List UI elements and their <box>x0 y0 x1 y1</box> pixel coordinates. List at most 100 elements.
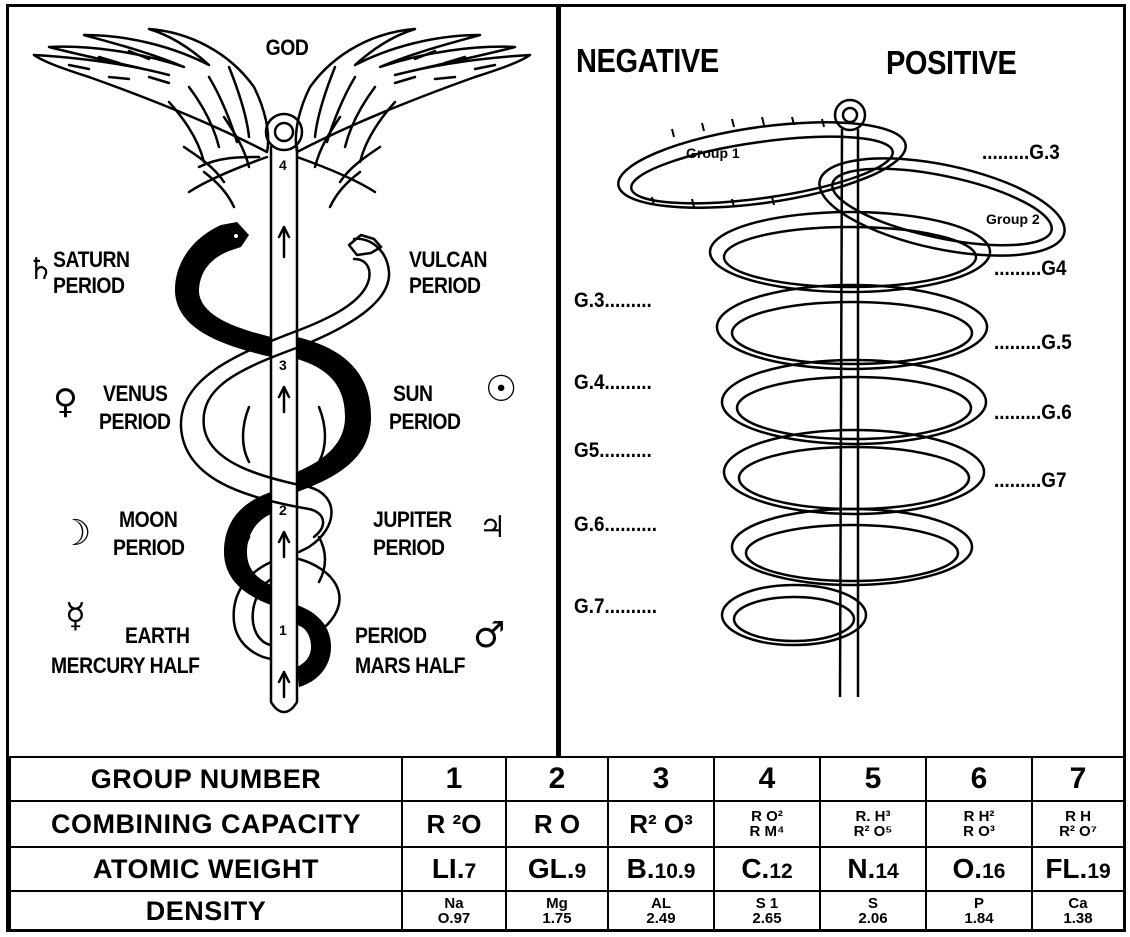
table-cell: 7 <box>1032 757 1124 801</box>
table-cell: 1 <box>402 757 506 801</box>
cell-line: R O <box>534 809 580 839</box>
properties-table: GROUP NUMBER 1 2 3 4 5 6 7 COMBINING CAP… <box>9 756 1125 932</box>
density-value: 1.75 <box>507 911 607 926</box>
table-cell: S2.06 <box>820 891 926 931</box>
moon-label-2: PERIOD <box>113 535 185 561</box>
element-symbol: O. <box>953 853 983 884</box>
central-rod <box>835 100 865 697</box>
atomic-weight: 14 <box>875 860 898 883</box>
cell-line: R M⁴ <box>715 824 819 839</box>
sun-label-1: SUN <box>393 381 433 407</box>
table-cell: R ²O <box>402 801 506 847</box>
table-cell: 3 <box>608 757 714 801</box>
row-label: COMBINING CAPACITY <box>10 801 402 847</box>
mercury-half-label: MERCURY HALF <box>51 653 200 679</box>
cell-line: R H² <box>927 809 1031 824</box>
table-row-density: DENSITY NaO.97 Mg1.75 AL2.49 S 12.65 S2.… <box>10 891 1124 931</box>
cell-line: R² O⁷ <box>1033 824 1123 839</box>
venus-icon: ♀ <box>53 387 78 417</box>
cell-line: R O² <box>715 809 819 824</box>
cell-line: R² O⁵ <box>821 824 925 839</box>
black-serpent <box>175 222 371 687</box>
density-value: 1.84 <box>927 911 1031 926</box>
table-row-atomic-weight: ATOMIC WEIGHT LI.7 GL.9 B.10.9 C.12 N.14… <box>10 847 1124 891</box>
group-1-label: Group 1 <box>686 145 740 161</box>
element-symbol: Na <box>403 896 505 911</box>
right-marker-g5: .........G.5 <box>994 331 1072 355</box>
stage-3: 3 <box>279 357 287 373</box>
atomic-weight: 10.9 <box>655 860 696 883</box>
vulcan-label-1: VULCAN <box>409 247 487 273</box>
density-value: O.97 <box>403 911 505 926</box>
saturn-label-1: SATURN <box>53 247 130 273</box>
right-marker-g6: .........G.6 <box>994 401 1072 425</box>
stage-1: 1 <box>279 622 287 638</box>
table-row-combining-capacity: COMBINING CAPACITY R ²O R O R² O³ R O²R … <box>10 801 1124 847</box>
element-symbol: S 1 <box>715 896 819 911</box>
mars-half-label: MARS HALF <box>355 653 465 679</box>
cell-line: R² O³ <box>629 809 693 839</box>
table-cell: P1.84 <box>926 891 1032 931</box>
mercury-icon: ☿ <box>65 601 86 631</box>
left-marker-g7: G.7.......... <box>574 595 657 619</box>
caduceus-panel: GOD 4 3 2 1 ♄ SATURN PERIOD VULCAN PERIO… <box>9 7 555 753</box>
group-2-label: Group 2 <box>986 211 1040 227</box>
table-cell: S 12.65 <box>714 891 820 931</box>
saturn-label-2: PERIOD <box>53 273 125 299</box>
right-marker-g4: .........G4 <box>994 257 1066 281</box>
table-cell: R. H³R² O⁵ <box>820 801 926 847</box>
saturn-icon: ♄ <box>27 255 54 285</box>
helix-loops <box>710 212 990 645</box>
venus-label-2: PERIOD <box>99 409 171 435</box>
element-symbol: B. <box>627 853 655 884</box>
element-symbol: P <box>927 896 1031 911</box>
table-cell: 5 <box>820 757 926 801</box>
vulcan-label-2: PERIOD <box>409 273 481 299</box>
right-marker-g3: .........G.3 <box>982 141 1060 165</box>
density-value: 2.49 <box>609 911 713 926</box>
positive-label: POSITIVE <box>886 45 1016 81</box>
left-marker-g3: G.3......... <box>574 289 652 313</box>
negative-label: NEGATIVE <box>576 43 719 79</box>
venus-label-1: VENUS <box>103 381 168 407</box>
earth-label: EARTH <box>125 623 189 649</box>
table-cell: C.12 <box>714 847 820 891</box>
table-cell: 4 <box>714 757 820 801</box>
mars-icon: ♂ <box>473 621 505 651</box>
left-marker-g4: G.4......... <box>574 371 652 395</box>
stage-2: 2 <box>279 502 287 518</box>
atomic-weight: 16 <box>982 860 1005 883</box>
element-symbol: AL <box>609 896 713 911</box>
sun-icon: ☉ <box>485 375 517 405</box>
atomic-weight: 12 <box>769 860 792 883</box>
table-cell: R HR² O⁷ <box>1032 801 1124 847</box>
element-symbol: N. <box>847 853 875 884</box>
god-label: GOD <box>261 35 314 61</box>
mars-period-label: PERIOD <box>355 623 427 649</box>
panel-divider <box>556 4 561 756</box>
density-value: 2.65 <box>715 911 819 926</box>
row-label: GROUP NUMBER <box>10 757 402 801</box>
atomic-weight: 9 <box>574 860 586 883</box>
jupiter-icon: ♃ <box>479 513 506 543</box>
element-symbol: LI. <box>432 853 465 884</box>
group-1-ribbon <box>613 107 911 223</box>
right-marker-g7: .........G7 <box>994 469 1066 493</box>
table-cell: AL2.49 <box>608 891 714 931</box>
table-cell: R² O³ <box>608 801 714 847</box>
element-symbol: Ca <box>1033 896 1123 911</box>
jupiter-label-2: PERIOD <box>373 535 445 561</box>
atomic-weight: 7 <box>464 860 476 883</box>
table-cell: O.16 <box>926 847 1032 891</box>
table-cell: R O²R M⁴ <box>714 801 820 847</box>
jupiter-label-1: JUPITER <box>373 507 452 533</box>
cell-line: R H <box>1033 809 1123 824</box>
table-cell: NaO.97 <box>402 891 506 931</box>
table-cell: FL.19 <box>1032 847 1124 891</box>
table-cell: 6 <box>926 757 1032 801</box>
row-label: ATOMIC WEIGHT <box>10 847 402 891</box>
cell-line: R. H³ <box>821 809 925 824</box>
left-wing <box>34 29 268 207</box>
moon-icon: ☽ <box>59 519 91 549</box>
atomic-weight: 19 <box>1087 860 1110 883</box>
